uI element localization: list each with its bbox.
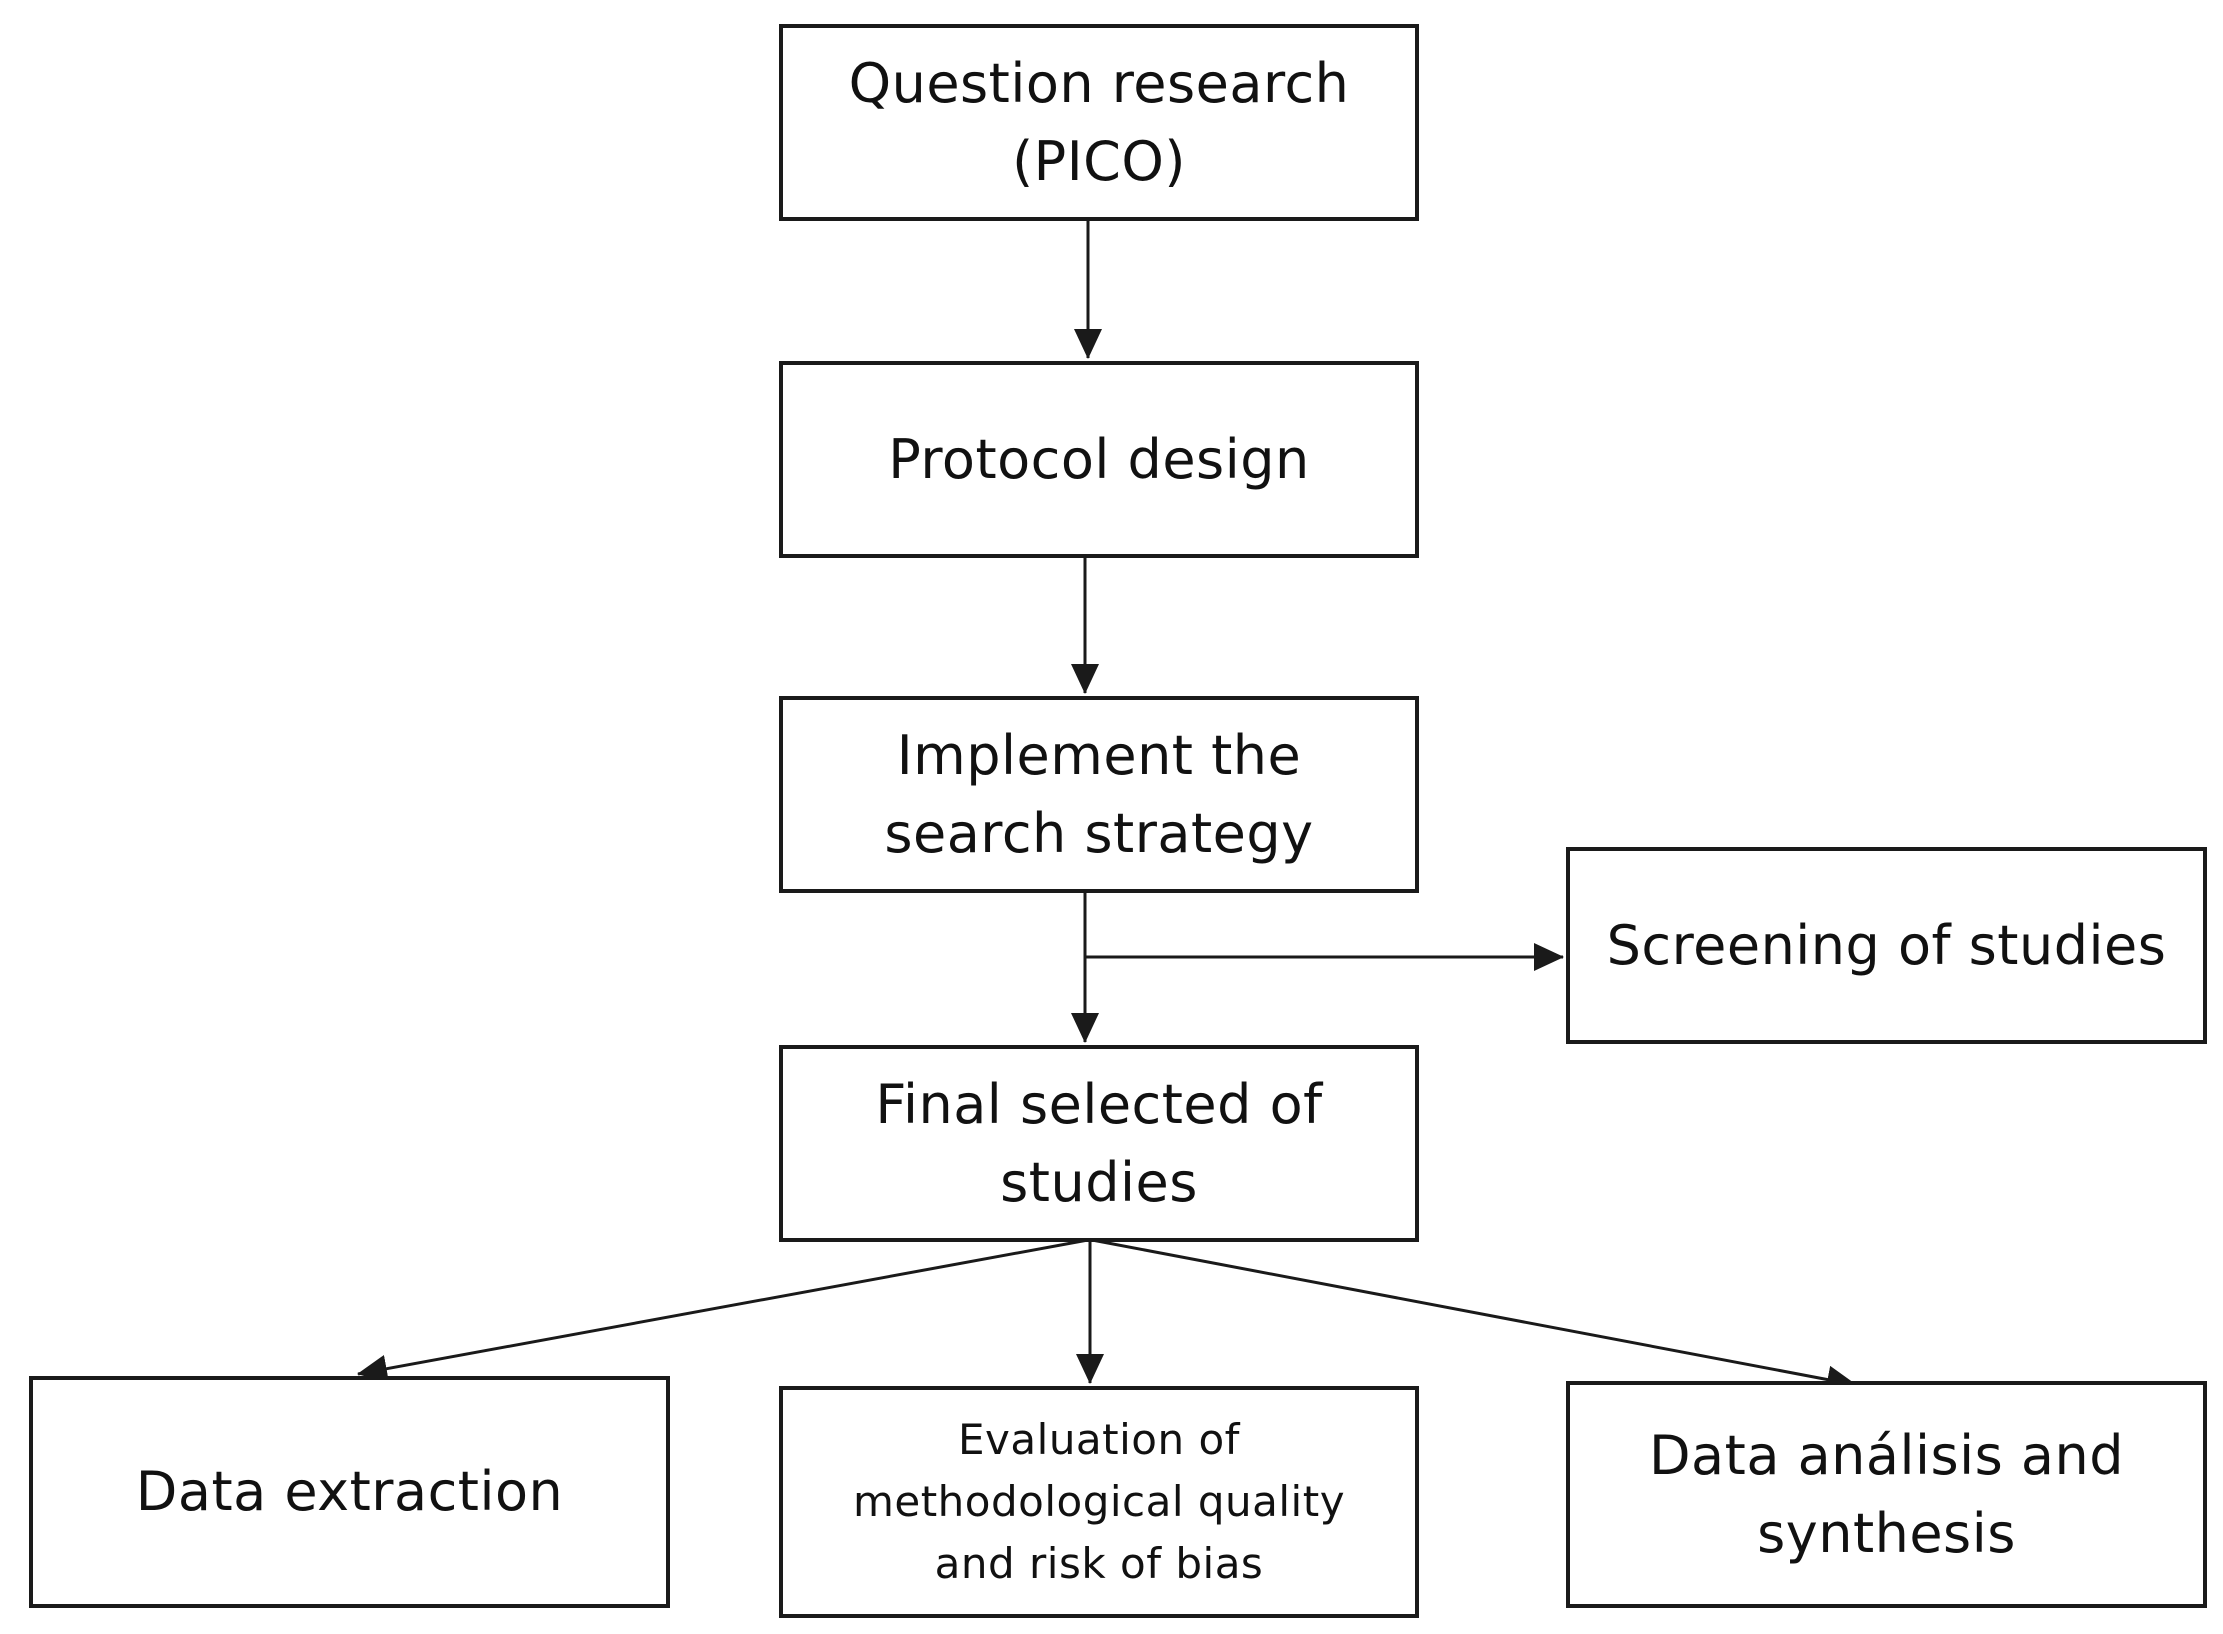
node-question-research-line-1: Question research (848, 51, 1350, 115)
node-evaluation-quality-bias-line-1: Evaluation of (958, 1415, 1240, 1464)
node-screening-of-studies: Screening of studies (1566, 847, 2207, 1044)
node-implement-search-strategy-line-1: Implement the (896, 723, 1302, 787)
node-implement-search-strategy-line-2: search strategy (884, 801, 1314, 865)
node-data-extraction-line-1: Data extraction (135, 1460, 564, 1523)
node-final-selected-studies-line-1: Final selected of (875, 1072, 1323, 1136)
node-question-research-line-2: (PICO) (1012, 129, 1186, 193)
node-final-selected-studies-line-2: studies (1000, 1150, 1198, 1214)
node-screening-of-studies-line-1: Screening of studies (1606, 913, 2167, 977)
node-data-extraction: Data extraction (29, 1376, 670, 1608)
node-question-research: Question research (PICO) (779, 24, 1419, 221)
arrow-final-to-analysis (1091, 1238, 1857, 1394)
node-implement-search-strategy: Implement the search strategy (779, 696, 1419, 893)
node-evaluation-quality-bias-line-3: and risk of bias (934, 1539, 1264, 1588)
node-protocol-design-line-1: Protocol design (888, 427, 1310, 491)
node-data-analysis-synthesis-line-1: Data análisis and (1648, 1423, 2125, 1487)
node-evaluation-quality-bias: Evaluation of methodological quality and… (779, 1386, 1419, 1618)
node-final-selected-studies: Final selected of studies (779, 1045, 1419, 1242)
arrow-final-to-extraction (357, 1238, 1089, 1383)
node-data-analysis-synthesis-line-2: synthesis (1757, 1501, 2016, 1565)
node-evaluation-quality-bias-line-2: methodological quality (852, 1477, 1346, 1526)
node-data-analysis-synthesis: Data análisis and synthesis (1566, 1381, 2207, 1608)
node-protocol-design: Protocol design (779, 361, 1419, 558)
